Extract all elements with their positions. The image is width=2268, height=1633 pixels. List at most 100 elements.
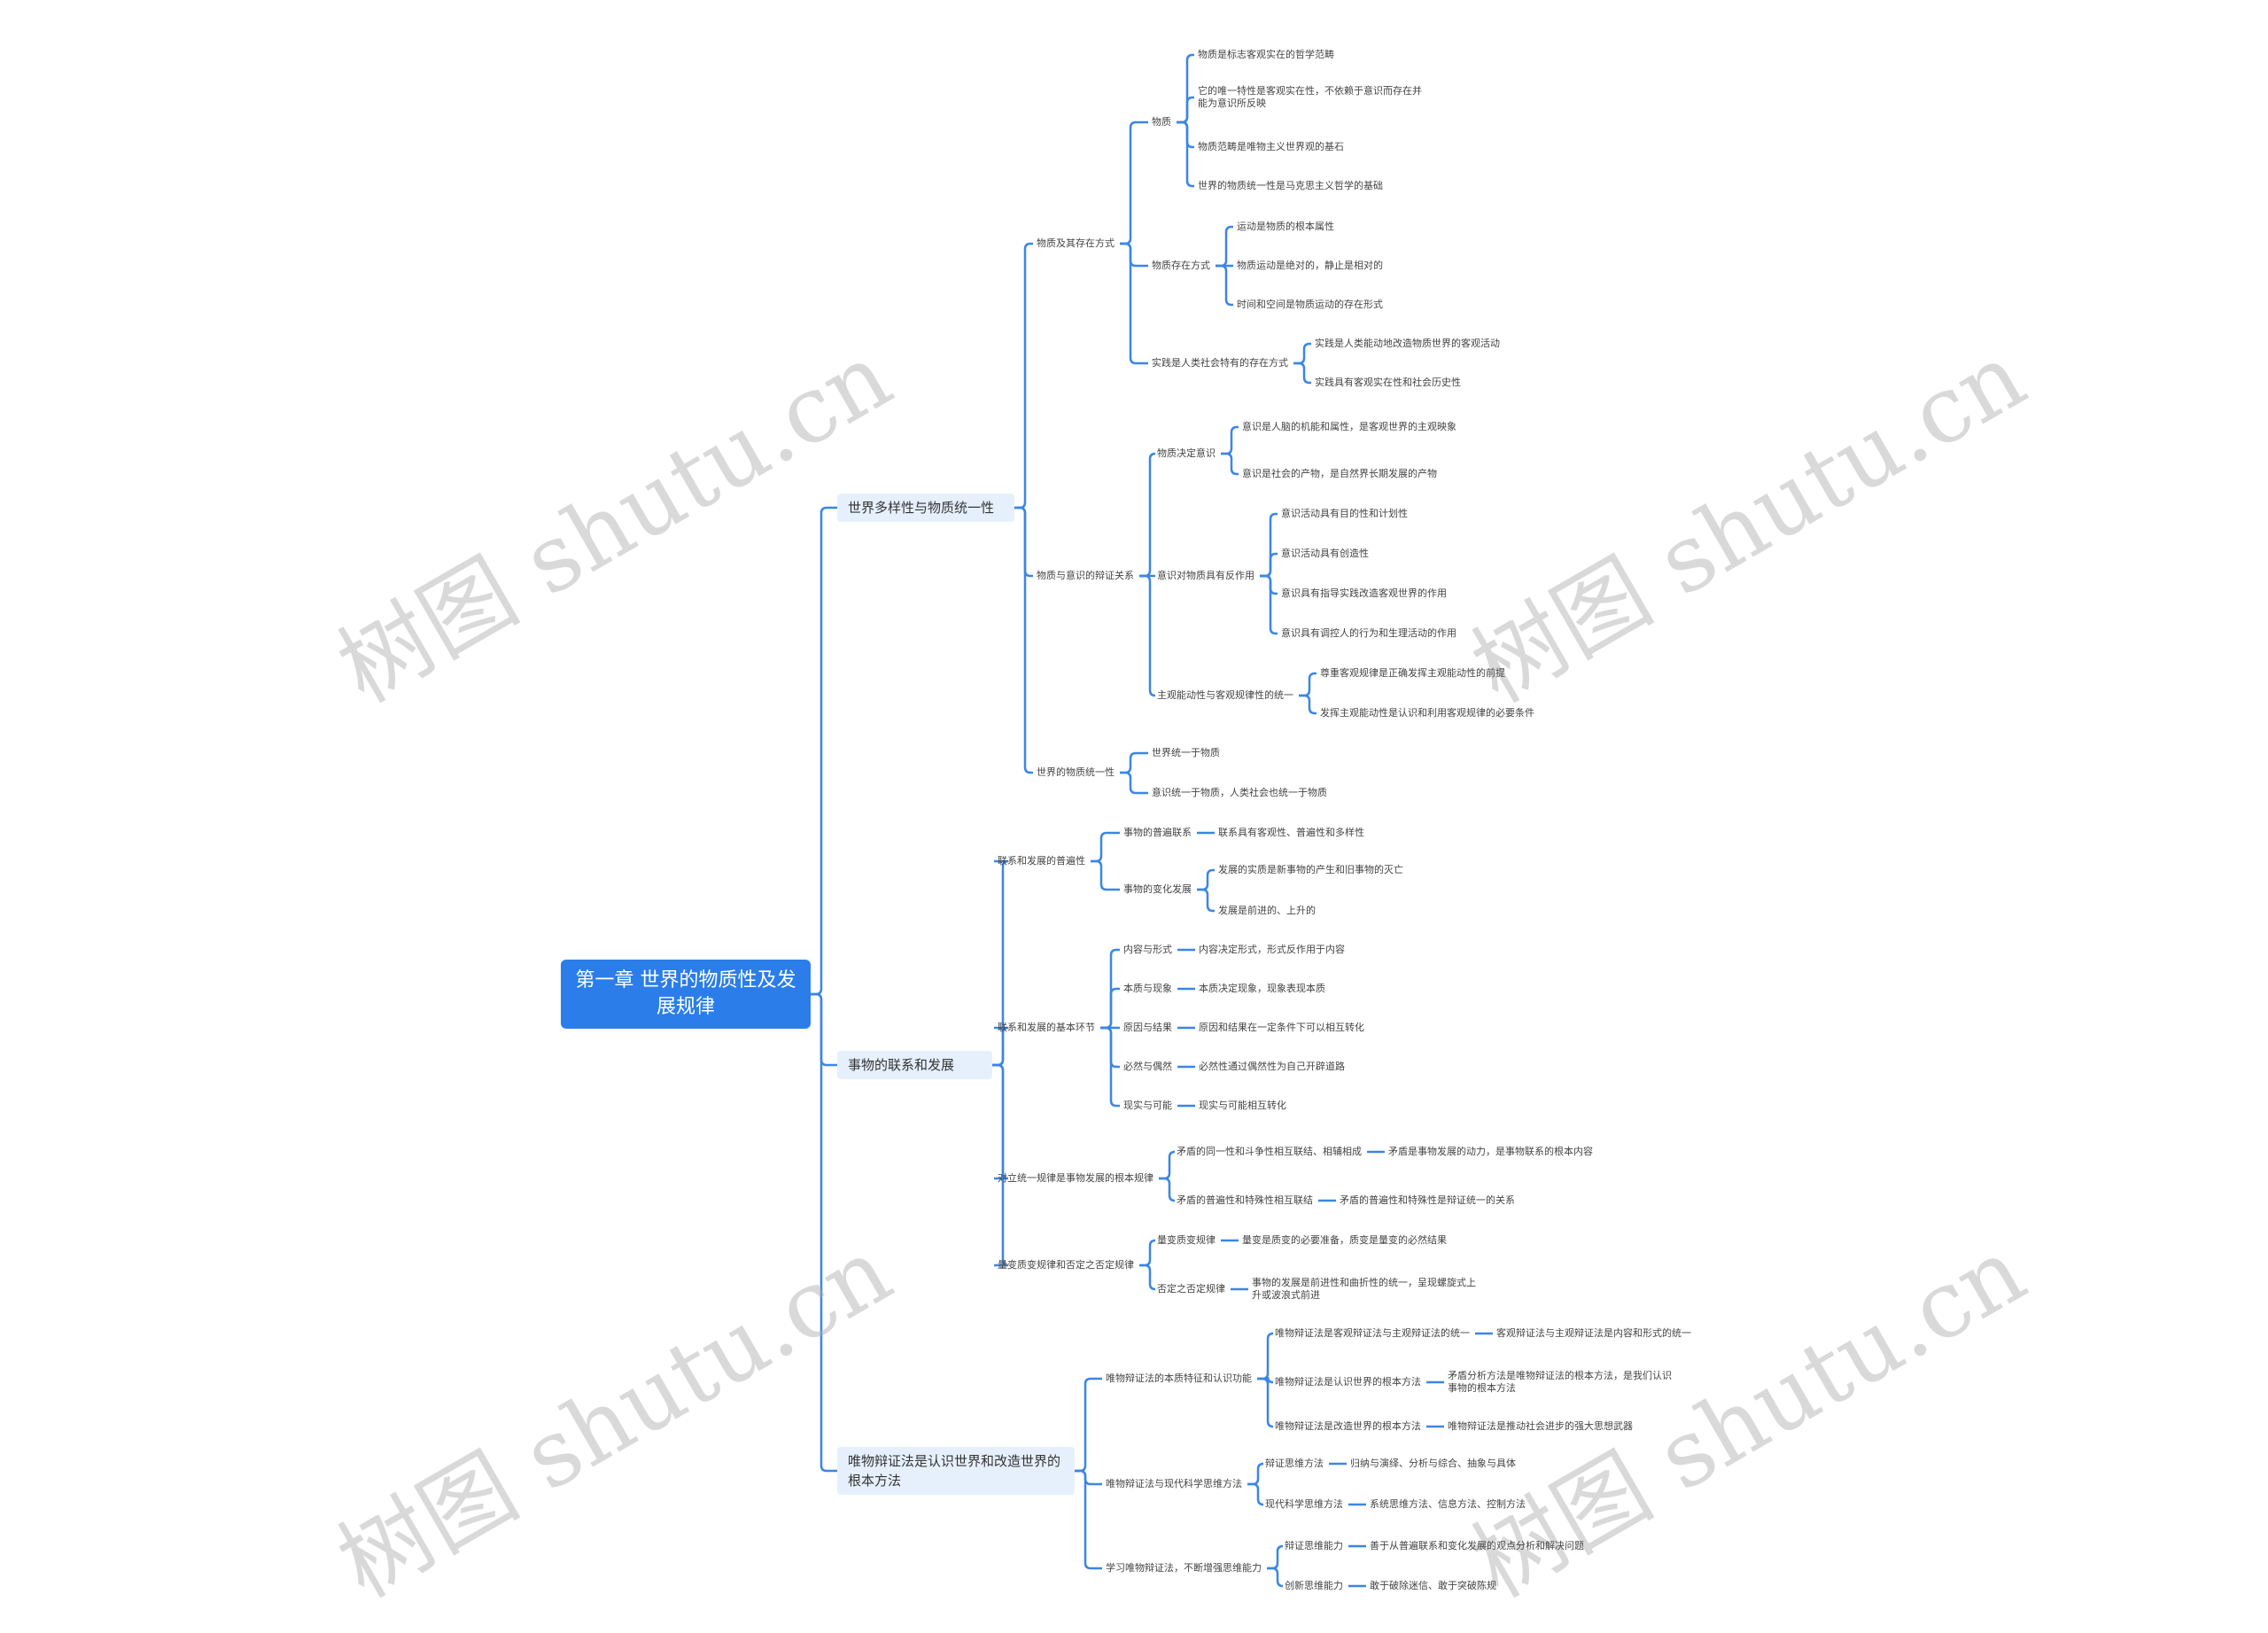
topic-leaf[interactable]: 矛盾是事物发展的动力，是事物联系的根本内容 <box>1388 1146 1593 1157</box>
connector <box>1260 574 1278 635</box>
topic-leaf[interactable]: 物质运动是绝对的，静止是相对的 <box>1237 260 1383 271</box>
topic-leaf[interactable]: 原因和结果在一定条件下可以相互转化 <box>1199 1022 1364 1033</box>
connector <box>1247 1482 1264 1506</box>
subtopic[interactable]: 矛盾的普遍性和特殊性相互联结 <box>1177 1194 1313 1206</box>
subtopic[interactable]: 矛盾的同一性和斗争性相互联结、相辅相成 <box>1177 1146 1362 1157</box>
subtopic[interactable]: 物质与意识的辩证关系 <box>1037 570 1134 581</box>
topic-leaf[interactable]: 矛盾分析方法是唯物辩证法的根本方法，是我们认识事物的根本方法 <box>1448 1370 1672 1394</box>
topic-leaf[interactable]: 意识活动具有目的性和计划性 <box>1281 508 1408 519</box>
subtopic[interactable]: 世界的物质统一性 <box>1037 766 1115 778</box>
connector <box>1139 1264 1156 1291</box>
topic-leaf[interactable]: 敢于破除迷信、敢于突破陈规 <box>1370 1580 1496 1591</box>
topic-leaf[interactable]: 量变是质变的必要准备，质变是量变的必然结果 <box>1242 1234 1447 1246</box>
subtopic[interactable]: 内容与形式 <box>1123 944 1172 955</box>
subtopic[interactable]: 量变质变规律 <box>1157 1234 1216 1246</box>
subtopic[interactable]: 原因与结果 <box>1123 1022 1172 1033</box>
topic-leaf[interactable]: 物质范畴是唯物主义世界观的基石 <box>1198 141 1344 152</box>
topic-leaf[interactable]: 意识是人脑的机能和属性，是客观世界的主观映象 <box>1242 421 1456 432</box>
root-topic[interactable]: 第一章 世界的物质性及发展规律 <box>561 960 811 1029</box>
topic-leaf[interactable]: 事物的发展是前进性和曲折性的统一，呈现螺旋式上升或波浪式前进 <box>1252 1277 1476 1301</box>
topic-leaf[interactable]: 系统思维方法、信息方法、控制方法 <box>1370 1498 1526 1510</box>
connector <box>1299 694 1317 715</box>
connector <box>811 992 837 1473</box>
topic-leaf[interactable]: 运动是物质的根本属性 <box>1237 221 1334 232</box>
connector <box>1197 868 1215 891</box>
topic-leaf[interactable]: 意识是社会的产物，是自然界长期发展的产物 <box>1242 468 1437 479</box>
topic-leaf[interactable]: 必然性通过偶然性为自己开辟道路 <box>1199 1061 1345 1072</box>
topic-leaf[interactable]: 唯物辩证法是推动社会进步的强大思想武器 <box>1448 1420 1633 1432</box>
subtopic[interactable]: 必然与偶然 <box>1123 1061 1172 1072</box>
subtopic[interactable]: 联系和发展的基本环节 <box>998 1022 1095 1033</box>
subtopic[interactable]: 辩证思维能力 <box>1285 1540 1343 1551</box>
connector <box>1299 672 1317 697</box>
subtopic[interactable]: 量变质变规律和否定之否定规律 <box>998 1259 1134 1271</box>
connector <box>1014 242 1033 509</box>
topic-leaf[interactable]: 实践具有客观实在性和社会历史性 <box>1315 377 1461 388</box>
subtopic[interactable]: 实践是人类社会特有的存在方式 <box>1152 357 1288 369</box>
topic-leaf[interactable]: 本质决定现象，现象表现本质 <box>1199 983 1325 994</box>
connector <box>1120 242 1148 268</box>
subtopic[interactable]: 物质及其存在方式 <box>1037 237 1115 249</box>
topic-leaf[interactable]: 实践是人类能动地改造物质世界的客观活动 <box>1315 338 1500 349</box>
subtopic[interactable]: 唯物辩证法是改造世界的根本方法 <box>1275 1420 1421 1432</box>
topic-leaf[interactable]: 意识统一于物质，人类社会也统一于物质 <box>1152 787 1327 798</box>
subtopic[interactable]: 唯物辩证法与现代科学思维方法 <box>1106 1478 1242 1489</box>
topic-leaf[interactable]: 联系具有客观性、普遍性和多样性 <box>1218 827 1364 838</box>
topic-leaf[interactable]: 时间和空间是物质运动的存在形式 <box>1237 299 1383 310</box>
branch-topic[interactable]: 事物的联系和发展 <box>837 1051 992 1079</box>
subtopic[interactable]: 事物的普遍联系 <box>1123 827 1192 838</box>
subtopic[interactable]: 唯物辩证法是认识世界的根本方法 <box>1275 1376 1421 1388</box>
connector <box>1159 1150 1176 1180</box>
topic-leaf[interactable]: 发展的实质是新事物的产生和旧事物的灭亡 <box>1218 864 1403 875</box>
topic-leaf[interactable]: 物质是标志客观实在的哲学范畴 <box>1198 49 1334 60</box>
branch-topic[interactable]: 唯物辩证法是认识世界和改造世界的根本方法 <box>837 1447 1075 1495</box>
topic-leaf[interactable]: 客观辩证法与主观辩证法是内容和形式的统一 <box>1496 1327 1691 1339</box>
subtopic[interactable]: 创新思维能力 <box>1285 1580 1343 1591</box>
subtopic[interactable]: 否定之否定规律 <box>1157 1283 1225 1295</box>
connector <box>992 1063 1009 1180</box>
subtopic[interactable]: 现实与可能 <box>1123 1100 1172 1111</box>
connector <box>1075 1377 1102 1473</box>
topic-leaf[interactable]: 尊重客观规律是正确发挥主观能动性的前提 <box>1320 667 1505 679</box>
subtopic[interactable]: 对立统一规律是事物发展的根本规律 <box>998 1172 1153 1184</box>
topic-leaf[interactable]: 意识活动具有创造性 <box>1281 548 1369 559</box>
connector <box>1177 96 1194 124</box>
topic-leaf[interactable]: 现实与可能相互转化 <box>1199 1100 1286 1111</box>
topic-leaf[interactable]: 善于从普遍联系和变化发展的观点分析和解决问题 <box>1370 1540 1584 1551</box>
connector <box>1100 987 1120 1030</box>
topic-leaf[interactable]: 意识具有指导实践改造客观世界的作用 <box>1281 587 1447 599</box>
topic-leaf[interactable]: 发展是前进的、上升的 <box>1218 905 1316 916</box>
branch-topic[interactable]: 世界多样性与物质统一性 <box>837 494 1014 522</box>
subtopic[interactable]: 事物的变化发展 <box>1123 883 1192 895</box>
connector <box>1267 1567 1284 1588</box>
topic-leaf[interactable]: 它的唯一特性是客观实在性，不依赖于意识而存在并能为意识所反映 <box>1198 85 1422 109</box>
subtopic[interactable]: 唯物辩证法是客观辩证法与主观辩证法的统一 <box>1275 1327 1470 1339</box>
topic-leaf[interactable]: 矛盾的普遍性和特殊性是辩证统一的关系 <box>1340 1194 1515 1206</box>
topic-leaf[interactable]: 意识具有调控人的行为和生理活动的作用 <box>1281 627 1456 639</box>
connector <box>1014 506 1033 578</box>
subtopic[interactable]: 物质存在方式 <box>1152 260 1210 271</box>
subtopic[interactable]: 唯物辩证法的本质特征和认识功能 <box>1106 1372 1252 1384</box>
subtopic[interactable]: 意识对物质具有反作用 <box>1157 570 1254 581</box>
connector <box>1247 1462 1264 1486</box>
subtopic[interactable]: 联系和发展的普遍性 <box>998 855 1085 867</box>
topic-leaf[interactable]: 世界的物质统一性是马克思主义哲学的基础 <box>1198 180 1383 191</box>
topic-leaf[interactable]: 内容决定形式，形式反作用于内容 <box>1199 944 1345 955</box>
connector <box>1260 574 1278 595</box>
subtopic[interactable]: 现代科学思维方法 <box>1265 1498 1343 1510</box>
subtopic[interactable]: 物质决定意识 <box>1157 447 1216 459</box>
connector <box>1120 771 1148 795</box>
subtopic[interactable]: 物质 <box>1152 116 1171 128</box>
topic-leaf[interactable]: 归纳与演绎、分析与综合、抽象与具体 <box>1350 1458 1516 1469</box>
connector <box>811 506 837 996</box>
subtopic[interactable]: 本质与现象 <box>1123 983 1172 994</box>
topic-leaf[interactable]: 世界统一于物质 <box>1152 747 1220 758</box>
subtopic[interactable]: 学习唯物辩证法，不断增强思维能力 <box>1106 1562 1262 1574</box>
topic-leaf[interactable]: 发挥主观能动性是认识和利用客观规律的必要条件 <box>1320 707 1534 719</box>
subtopic[interactable]: 辩证思维方法 <box>1265 1458 1324 1469</box>
connector <box>1221 425 1239 455</box>
subtopic[interactable]: 主观能动性与客观规律性的统一 <box>1157 689 1293 701</box>
connector <box>1260 512 1278 578</box>
connector <box>1139 452 1156 578</box>
